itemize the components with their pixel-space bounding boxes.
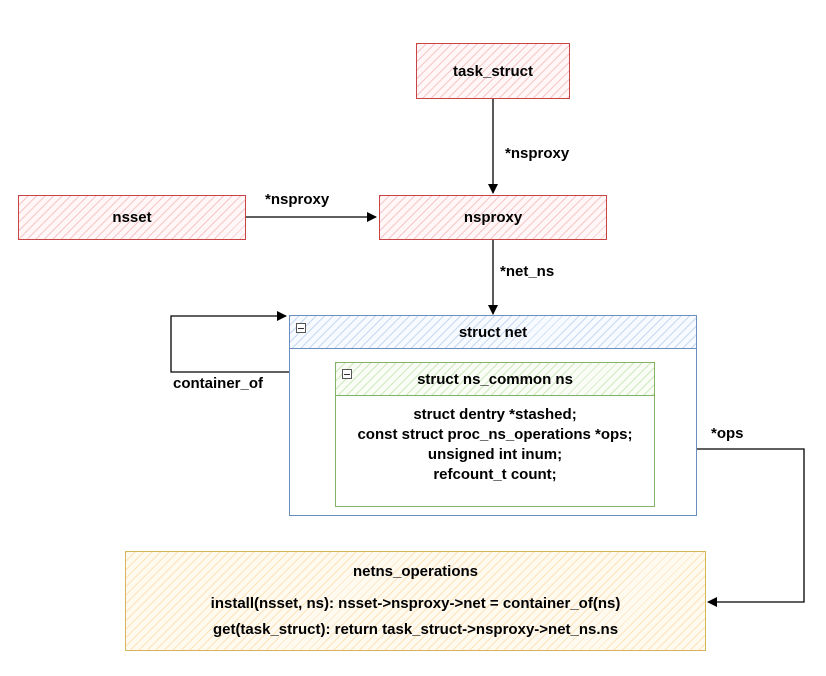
edge-container-of [170,311,336,373]
field-count: refcount_t count; [433,466,557,483]
nsproxy-node[interactable]: nsproxy [379,195,607,240]
field-inum: unsigned int inum; [427,446,563,463]
method-get: get(task_struct): return task_struct->ns… [212,621,619,638]
netns-operations-title: netns_operations [352,563,479,580]
ns-common-header: struct ns_common ns [336,363,654,396]
ns-common-container[interactable]: struct ns_common ns struct dentry *stash… [335,362,655,507]
ns-common-title: struct ns_common ns [417,370,573,388]
struct-net-title: struct net [458,323,528,341]
nsset-label: nsset [112,209,152,226]
method-install: install(nsset, ns): nsset->nsproxy->net … [210,595,621,612]
nsset-node[interactable]: nsset [18,195,246,240]
netns-operations-node[interactable]: netns_operations install(nsset, ns): nss… [125,551,706,651]
edge-label-nsset-nsproxy: *nsproxy [265,191,330,208]
collapse-icon[interactable] [342,369,352,379]
collapse-icon[interactable] [296,323,306,333]
struct-net-header: struct net [290,316,696,349]
edge-label-task-nsproxy: *nsproxy [505,145,570,162]
task-struct-node[interactable]: task_struct [416,43,570,99]
ns-common-fields: struct dentry *stashed; const struct pro… [336,405,654,485]
edge-label-ops: *ops [711,425,744,442]
edge-ops [655,448,805,607]
edge-label-net-ns: *net_ns [500,263,555,280]
edge-label-container-of: container_of [173,375,264,392]
task-struct-label: task_struct [452,62,534,80]
field-ops: const struct proc_ns_operations *ops; [357,426,633,443]
field-stashed: struct dentry *stashed; [413,406,577,423]
nsproxy-label: nsproxy [463,209,523,226]
